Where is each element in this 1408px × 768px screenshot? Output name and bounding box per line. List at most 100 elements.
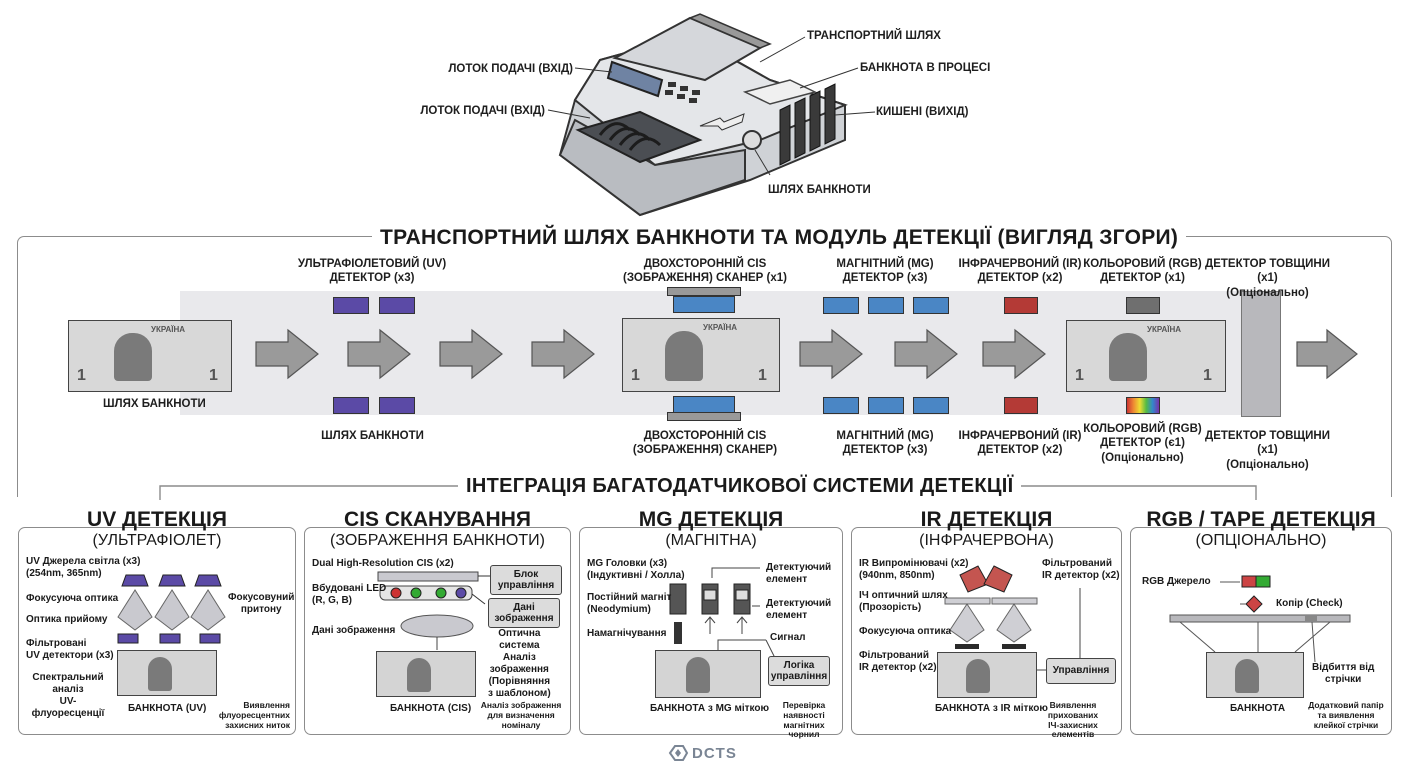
cis-scanner-label-bottom: ДВОХСТОРОННІЙ CIS (ЗОБРАЖЕННЯ) СКАНЕР): [632, 430, 778, 457]
ir-focus-label: Фокусуюча оптика: [859, 626, 952, 637]
cis-banknote-label: БАНКНОТА (CIS): [390, 703, 472, 714]
ir-sensor: [1004, 397, 1038, 414]
mg-magnetization-label: Намагнічування: [587, 628, 667, 639]
uv-panel: UV ДЕТЕКЦІЯ (УЛЬТРАФІОЛЕТ): [18, 508, 296, 735]
banknote-text: УКРАЇНА: [1147, 325, 1182, 334]
dcts-logo-icon: [668, 745, 689, 761]
rgb-detector-label-top: КОЛЬОРОВИЙ (RGB) ДЕТЕКТОР (x1): [1083, 258, 1202, 285]
cis-led-label: Вбудовані LED (R, G, B): [312, 583, 387, 606]
rgb-source-label: RGB Джерело: [1142, 576, 1211, 587]
uv-spectral-label: Спектральний аналіз UV-флуоресценції: [31, 672, 105, 719]
mg-sensor: [913, 297, 949, 314]
denomination: 1: [209, 367, 218, 384]
banknote-left: УКРАЇНА 1 1: [68, 320, 232, 392]
ir-panel-subtitle: (ІНФРАЧЕРВОНА): [919, 532, 1054, 549]
ir-sensor: [1004, 297, 1038, 314]
ir-banknote: [937, 652, 1037, 698]
uv-sensor: [379, 297, 415, 314]
denomination: 1: [758, 367, 767, 384]
mg-panel-title: MG ДЕТЕКЦІЯ: [638, 508, 784, 531]
path-arrow-1: [255, 328, 319, 380]
uv-sensor: [333, 297, 369, 314]
banknote-right: УКРАЇНА 1 1: [1066, 320, 1226, 392]
cis-scanner-label-top: ДВОХСТОРОННІЙ CIS (ЗОБРАЖЕННЯ) СКАНЕР (x…: [623, 258, 787, 285]
rgb-banknote: [1206, 652, 1304, 698]
thickness-detector-block: [1241, 291, 1281, 417]
dcts-logo: DCTS: [668, 744, 737, 762]
cis-panel-subtitle: (ЗОБРАЖЕННЯ БАНКНОТИ): [330, 532, 545, 549]
portrait: [407, 658, 431, 692]
ir-emitters-label: IR Випромінювачі (x2) (940nm, 850nm): [859, 558, 969, 581]
uv-receive-optics-label: Оптика прийому: [26, 614, 108, 625]
cis-panel: CIS СКАНУВАННЯ (ЗОБРАЖЕННЯ БАНКНОТИ): [304, 508, 571, 735]
path-arrow-3: [439, 328, 503, 380]
integration-title: ІНТЕГРАЦІЯ БАГАТОДАТЧИКОВОЇ СИСТЕМИ ДЕТЕ…: [458, 475, 1022, 498]
ir-detector-label-bottom: ІНФРАЧЕРВОНИЙ (IR) ДЕТЕКТОР (x2): [958, 430, 1082, 457]
rgb-reflection-label: Відбиття від стрічки: [1312, 662, 1375, 685]
thickness-detector-label-bottom: ДЕТЕКТОР ТОВЩИНИ (x1) (Опціонально): [1205, 430, 1330, 471]
portrait: [1235, 659, 1259, 693]
mg-sensor: [913, 397, 949, 414]
transport-path-label: ТРАНСПОРТНИЙ ШЛЯХ: [807, 30, 941, 42]
mg-detector-label-top: МАГНІТНИЙ (MG) ДЕТЕКТОР (x3): [836, 258, 934, 285]
path-arrow-4: [531, 328, 595, 380]
ir-filtered-bottom-label: Фільтрований IR детектор (x2): [859, 650, 937, 673]
feed-tray-label-1: ЛОТОК ПОДАЧІ (ВХІД): [448, 63, 573, 75]
ir-note: Виявлення прихованих ІЧ-захисних елемент…: [1047, 700, 1099, 740]
path-arrow-5: [799, 328, 863, 380]
uv-banknote: [117, 650, 217, 696]
pockets-label: КИШЕНІ (ВИХІД): [876, 106, 969, 118]
mg-signal-label: Сигнал: [770, 632, 806, 643]
ir-panel-title: IR ДЕТЕКЦІЯ: [920, 508, 1053, 531]
ir-control-box: Управління: [1046, 658, 1116, 684]
rgb-note: Додатковий папір та виявлення клейкої ст…: [1308, 700, 1384, 730]
uv-panel-title: UV ДЕТЕКЦІЯ: [87, 508, 227, 531]
banknote-text: УКРАЇНА: [703, 323, 738, 332]
portrait: [148, 657, 172, 691]
uv-sources-label: UV Джерела світла (x3) (254nm, 365nm): [26, 556, 141, 579]
mg-magnet-label: Постійний магніт (Neodymium): [587, 592, 672, 615]
cis-note: Аналіз зображення для визначення номінал…: [480, 700, 562, 730]
mg-sensor: [823, 297, 859, 314]
path-arrow-7: [982, 328, 1046, 380]
uv-sensor: [379, 397, 415, 414]
path-arrow-8: [1296, 328, 1358, 380]
uv-detector-label-top: УЛЬТРАФІОЛЕТОВИЙ (UV) ДЕТЕКТОР (x3): [297, 258, 447, 285]
mg-sensor: [868, 397, 904, 414]
banknote-path-label: ШЛЯХ БАНКНОТИ: [321, 430, 424, 442]
mg-heads-label: MG Головки (x3) (Індуктивні / Холла): [587, 558, 685, 581]
ir-detector-label-top: ІНФРАЧЕРВОНИЙ (IR) ДЕТЕКТОР (x2): [958, 258, 1082, 285]
denomination: 1: [1075, 367, 1084, 384]
ir-optical-path-label: ІЧ оптичний шлях (Прозорість): [859, 590, 948, 613]
denomination: 1: [631, 367, 640, 384]
portrait: [114, 333, 152, 381]
path-arrow-2: [347, 328, 411, 380]
cis-scanner-bottom: [667, 412, 741, 421]
mg-panel: MG ДЕТЕКЦІЯ (МАГНІТНА): [579, 508, 843, 735]
cis-scanner-top: [667, 287, 741, 296]
mg-note: Перевірка наявності магнітних чорнил: [782, 700, 826, 740]
banknote-path-label: ШЛЯХ БАНКНОТИ: [768, 184, 871, 196]
cis-panel-title: CIS СКАНУВАННЯ: [344, 508, 531, 531]
rgb-sensor: [1126, 297, 1160, 314]
mg-detect-label-2: Детектуючий елемент: [766, 598, 832, 621]
rgb-detector-label-bottom: КОЛЬОРОВИЙ (RGB) ДЕТЕКТОР (є1) (Опціонал…: [1083, 423, 1202, 464]
mg-logic-box: Логіка управління: [768, 656, 830, 686]
denomination: 1: [1203, 367, 1212, 384]
uv-note: Виявлення флуоресцентних захисних ниток: [218, 700, 290, 730]
feed-tray-label-2: ЛОТОК ПОДАЧІ (ВХІД): [420, 105, 545, 117]
banknote-text: УКРАЇНА: [151, 325, 186, 334]
ir-panel: IR ДЕТЕКЦІЯ (ІНФРАЧЕРВОНА): [851, 508, 1122, 735]
cis-data-box: Дані зображення: [488, 598, 560, 628]
uv-sensor: [333, 397, 369, 414]
cis-scanner-top-blue: [673, 296, 735, 313]
path-arrow-6: [894, 328, 958, 380]
denomination: 1: [77, 367, 86, 384]
